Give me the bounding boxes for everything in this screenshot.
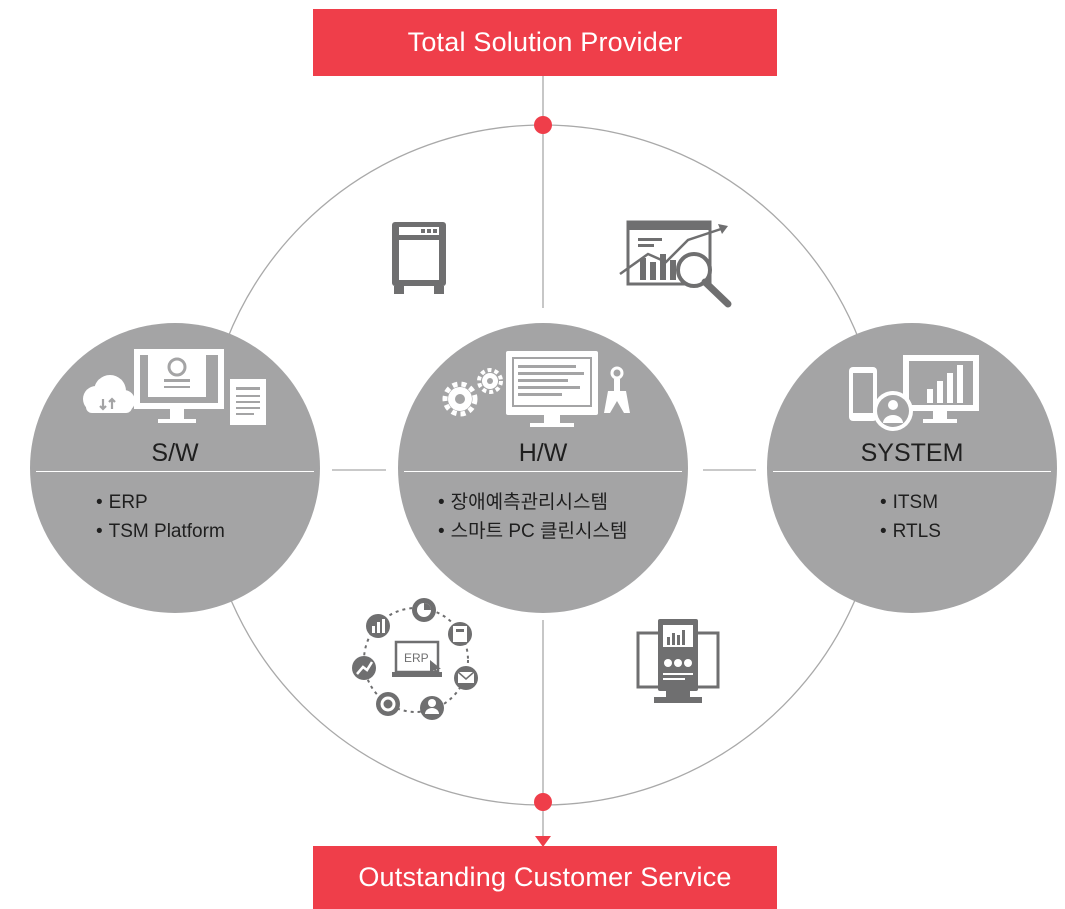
document-icon	[230, 379, 266, 425]
bottom-red-dot	[534, 793, 552, 811]
user-icon	[873, 391, 913, 431]
top-banner: Total Solution Provider	[313, 9, 777, 76]
monitor-chart-icon	[903, 355, 979, 423]
erp-cycle-icon: ERP	[352, 598, 478, 720]
list-item: ERP	[96, 488, 386, 517]
node-hw-list: 장애예측관리시스템 스마트 PC 클린시스템	[438, 488, 728, 546]
smartphone-icon	[849, 367, 877, 421]
node-sw-title: S/W	[151, 439, 199, 467]
node-system: SYSTEM ITSM RTLS	[767, 323, 1057, 613]
sw-icon-group	[83, 349, 266, 425]
hardware-tool-icon	[604, 366, 630, 413]
list-item: TSM Platform	[96, 517, 386, 546]
list-item: 장애예측관리시스템	[438, 488, 728, 517]
monitor-list-icon	[506, 351, 598, 427]
node-hw: H/W 장애예측관리시스템 스마트 PC 클린시스템	[398, 323, 688, 613]
list-item: 스마트 PC 클린시스템	[438, 517, 728, 546]
node-sw-divider	[36, 471, 314, 472]
system-icon-group	[849, 355, 979, 431]
server-icon	[392, 222, 446, 294]
node-system-title: SYSTEM	[860, 439, 964, 467]
bottom-banner-label: Outstanding Customer Service	[358, 862, 732, 892]
top-banner-label: Total Solution Provider	[407, 27, 683, 57]
list-item: RTLS	[880, 517, 1065, 546]
gears-icon	[442, 368, 503, 417]
top-red-dot	[534, 116, 552, 134]
node-hw-divider	[404, 471, 682, 472]
node-sw: S/W ERP TSM Platform	[30, 323, 320, 613]
node-hw-title: H/W	[518, 439, 568, 467]
bottom-banner: Outstanding Customer Service	[313, 846, 777, 909]
node-system-list: ITSM RTLS	[880, 488, 1065, 546]
node-sw-list: ERP TSM Platform	[96, 488, 386, 546]
node-system-divider	[773, 471, 1051, 472]
list-item: ITSM	[880, 488, 1065, 517]
erp-label: ERP	[404, 651, 429, 665]
cloud-upload-download-icon	[83, 375, 135, 413]
monitor-profile-icon	[134, 349, 224, 423]
monitor-dashboard-icon	[636, 619, 720, 703]
down-arrow-icon	[535, 836, 551, 847]
hw-icon-group	[442, 351, 630, 427]
analytics-magnifier-icon	[619, 220, 732, 308]
